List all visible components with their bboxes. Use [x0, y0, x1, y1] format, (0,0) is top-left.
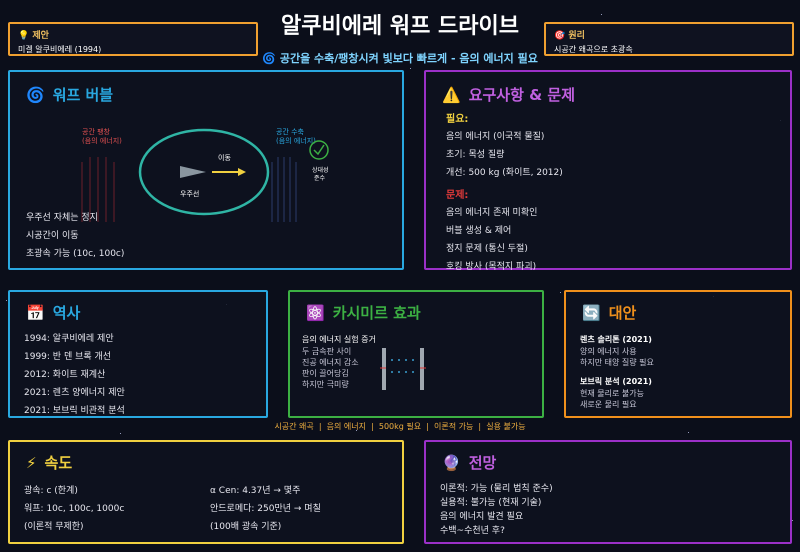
warp-point-3: 초광속 가능 (10c, 100c) — [26, 249, 125, 259]
alternative-line: 새로운 물리 필요 — [580, 400, 637, 409]
expand-label-2: (음의 에너지) — [82, 136, 122, 145]
casimir-title: ⚛️카시미르 효과 — [306, 303, 421, 323]
alternatives-title: 🔄대안 — [582, 303, 637, 323]
warp-bubble-card: 🌀워프 버블 공간 팽창 (음의 에너지) 공간 수축 (음의 에너지) 이동 … — [8, 70, 404, 270]
needs-heading: 필요: — [446, 114, 469, 125]
problem-item: 호킹 방사 (목적지 파괴) — [446, 262, 537, 272]
principle-note: 🎯 원리 시공간 왜곡으로 초광속 — [544, 22, 794, 56]
warp-point-1: 우주선 자체는 정지 — [26, 213, 98, 223]
proposal-heading: 💡 제안 — [18, 31, 49, 41]
casimir-plates-diagram — [380, 348, 426, 390]
relative-label-1: 상대성 — [312, 166, 329, 174]
outlook-item: 음의 에너지 발견 필요 — [440, 512, 524, 522]
history-item: 1994: 알쿠비에레 제안 — [24, 334, 114, 344]
history-card: 📅역사 1994: 알쿠비에레 제안 1999: 반 덴 브록 개선 2012:… — [8, 290, 268, 418]
refresh-icon: 🔄 — [582, 303, 601, 322]
spaceship-shape — [180, 166, 206, 178]
outlook-item: 실용적: 불가능 (현재 기술) — [440, 498, 542, 508]
speed-right-item: 안드로메다: 250만년 → 며칠 — [210, 504, 321, 514]
contract-label-2: (음의 에너지) — [276, 136, 316, 145]
casimir-line: 두 금속판 사이 — [302, 347, 352, 356]
speed-title: ⚡속도 — [26, 453, 73, 473]
motion-arrowhead — [238, 168, 246, 176]
principle-heading: 🎯 원리 — [554, 31, 585, 41]
summary-item: 음의 에너지 — [314, 422, 366, 431]
casimir-card: ⚛️카시미르 효과 음의 에너지 실험 증거 두 금속판 사이 진공 에너지 감… — [288, 290, 544, 418]
speed-left-item: (이론적 무제한) — [24, 522, 84, 532]
history-item: 1999: 반 덴 브록 개선 — [24, 352, 112, 362]
outlook-item: 이론적: 가능 (물리 법칙 준수) — [440, 484, 553, 494]
alternative-name: 렌츠 솔리톤 (2021) — [580, 335, 652, 344]
check-icon — [309, 140, 329, 160]
need-item: 초기: 목성 질량 — [446, 150, 505, 160]
bubble-ring — [138, 128, 270, 216]
warp-bubble-diagram: 공간 팽창 (음의 에너지) 공간 수축 (음의 에너지) 이동 우주선 상대성… — [81, 127, 329, 222]
requirements-title: ⚠️요구사항 & 문제 — [442, 85, 576, 105]
casimir-line: 진공 에너지 감소 — [302, 358, 359, 367]
speed-right-item: (100배 광속 기준) — [210, 522, 282, 532]
proposal-text: 미겔 알쿠비에레 (1994) — [18, 45, 102, 54]
warning-icon: ⚠️ — [442, 85, 461, 104]
galaxy-icon: 🌀 — [262, 52, 276, 65]
calendar-icon: 📅 — [26, 303, 45, 322]
speed-card: ⚡속도 광속: c (한계) 워프: 10c, 100c, 1000c (이론적… — [8, 440, 404, 544]
relative-label-2: 준수 — [314, 175, 326, 182]
proposal-note: 💡 제안 미겔 알쿠비에레 (1994) — [8, 22, 258, 56]
alternative-line: 하지만 태양 질량 필요 — [580, 358, 654, 367]
casimir-heading: 음의 에너지 실험 증거 — [302, 335, 376, 344]
warp-bubble-title: 🌀워프 버블 — [26, 85, 114, 105]
casimir-line: 하지만 극미량 — [302, 380, 349, 389]
summary-bar: 시공간 왜곡음의 에너지500kg 필요이론적 가능실용 불가능 — [0, 421, 800, 432]
summary-item: 시공간 왜곡 — [274, 422, 314, 431]
page-title: 알쿠비에레 워프 드라이브 — [281, 14, 519, 39]
speed-left-item: 광속: c (한계) — [24, 486, 78, 496]
summary-item: 실용 불가능 — [473, 422, 525, 431]
contract-label-1: 공간 수축 — [276, 127, 305, 136]
lightbulb-icon: 💡 — [18, 31, 30, 41]
outlook-title: 🔮전망 — [442, 453, 497, 473]
speed-left-item: 워프: 10c, 100c, 1000c — [24, 504, 125, 514]
history-item: 2012: 화이트 재계산 — [24, 370, 106, 380]
principle-text: 시공간 왜곡으로 초광속 — [554, 45, 633, 54]
requirements-card: ⚠️요구사항 & 문제 필요: 음의 에너지 (이국적 물질) 초기: 목성 질… — [424, 70, 792, 272]
outlook-item: 수백~수천년 후? — [440, 526, 505, 536]
outlook-card: 🔮전망 이론적: 가능 (물리 법칙 준수) 실용적: 불가능 (현재 기술) … — [424, 440, 792, 544]
need-item: 개선: 500 kg (화이트, 2012) — [446, 168, 563, 178]
alternative-line: 양의 에너지 사용 — [580, 347, 637, 356]
problems-heading: 문제: — [446, 190, 469, 201]
expand-label-1: 공간 팽창 — [82, 127, 111, 136]
alternative-name: 보브릭 분석 (2021) — [580, 377, 652, 386]
problem-item: 정지 문제 (통신 두절) — [446, 244, 528, 254]
spiral-icon: 🌀 — [26, 85, 45, 104]
need-item: 음의 에너지 (이국적 물질) — [446, 132, 545, 142]
warp-point-2: 시공간이 이동 — [26, 231, 79, 241]
atom-icon: ⚛️ — [306, 303, 325, 322]
ship-label: 우주선 — [180, 189, 199, 198]
speed-right-item: α Cen: 4.37년 → 몇주 — [210, 486, 301, 496]
lightning-icon: ⚡ — [26, 453, 37, 472]
summary-item: 500kg 필요 — [366, 422, 421, 431]
problem-item: 버블 생성 & 제어 — [446, 226, 512, 236]
history-item: 2021: 렌츠 양에너지 제안 — [24, 388, 125, 398]
move-label: 이동 — [218, 153, 231, 162]
problem-item: 음의 에너지 존재 미확인 — [446, 208, 538, 218]
crystal-ball-icon: 🔮 — [442, 453, 461, 472]
alternatives-card: 🔄대안 렌츠 솔리톤 (2021) 양의 에너지 사용 하지만 태양 질량 필요… — [564, 290, 792, 418]
casimir-line: 판이 끌어당김 — [302, 369, 349, 378]
alternative-line: 현재 물리로 불가능 — [580, 389, 644, 398]
target-icon: 🎯 — [554, 31, 566, 41]
page-subtitle: 🌀공간을 수축/팽창시켜 빛보다 빠르게 - 음의 에너지 필요 — [262, 52, 538, 65]
history-item: 2021: 보브릭 비관적 분석 — [24, 406, 125, 416]
history-title: 📅역사 — [26, 303, 81, 323]
summary-item: 이론적 가능 — [421, 422, 473, 431]
